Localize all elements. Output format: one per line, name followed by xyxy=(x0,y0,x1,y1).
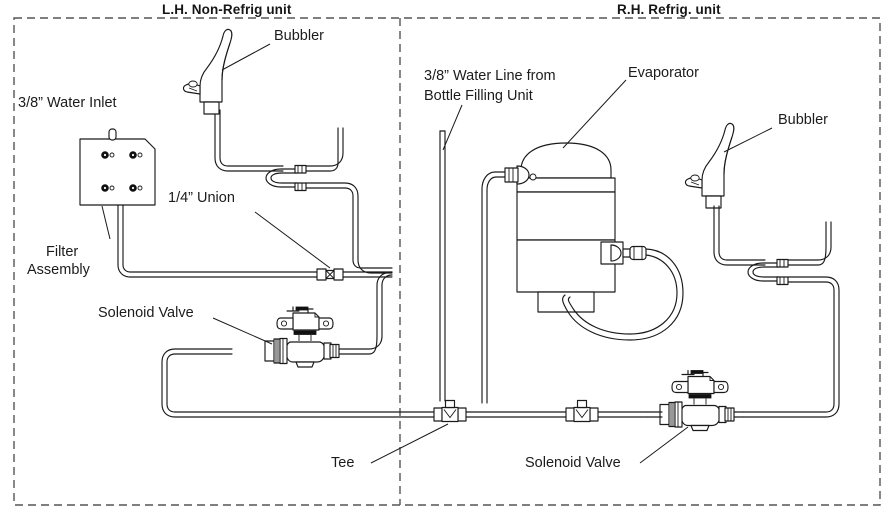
label-bubbler-right: Bubbler xyxy=(778,112,828,128)
header-right-unit: R.H. Refrig. unit xyxy=(617,2,721,17)
tube-union-right-upper xyxy=(787,221,832,266)
evaporator-inlet-fitting xyxy=(504,165,537,185)
tube-tee-to-solenoid xyxy=(647,411,744,418)
label-union: 1/4” Union xyxy=(168,190,235,206)
filter-assembly-symbol xyxy=(79,128,156,206)
leader-water-line xyxy=(442,104,463,151)
evaporator-symbol xyxy=(516,142,616,313)
tube-left-rail xyxy=(342,271,393,278)
tube-solenoid-left-outlet xyxy=(329,271,393,355)
leader-filter-assembly xyxy=(101,205,111,240)
label-solenoid-valve-right: Solenoid Valve xyxy=(525,455,621,471)
label-filter-assembly-line1: Filter xyxy=(46,244,79,260)
tube-solenoid-left-inlet xyxy=(161,348,437,418)
leader-bubbler-right xyxy=(723,127,773,153)
union-inline-left-symbol xyxy=(316,268,344,281)
tube-filter-to-union xyxy=(117,204,319,278)
bubbler-right-symbol xyxy=(684,122,735,209)
bubbler-left-symbol xyxy=(182,28,233,115)
tube-union-upper xyxy=(305,127,344,172)
label-tee: Tee xyxy=(331,455,355,471)
label-water-line-line2: Bottle Filling Unit xyxy=(424,88,533,104)
solenoid-valve-right-symbol xyxy=(659,369,735,432)
solenoid-valve-left-symbol xyxy=(264,306,340,368)
evaporator-outlet-fitting xyxy=(600,241,647,265)
tube-bottom-rail xyxy=(465,411,649,418)
tube-evaporator-inlet xyxy=(481,171,506,404)
union-fitting-left-symbol xyxy=(265,164,307,192)
leader-tee xyxy=(370,423,449,464)
label-filter-assembly-line2: Assembly xyxy=(27,262,90,278)
tube-evaporator-outlet-loop xyxy=(562,248,684,341)
tube-bubbler-left xyxy=(214,109,284,172)
label-bubbler-left: Bubbler xyxy=(274,28,324,44)
leader-bubbler-left xyxy=(221,43,271,71)
water-line-vertical-symbol xyxy=(439,130,446,402)
leader-evaporator xyxy=(562,79,627,149)
header-left-unit: L.H. Non-Refrig unit xyxy=(162,2,292,17)
leader-lines xyxy=(101,43,773,464)
tee-left-symbol xyxy=(433,399,467,423)
union-fitting-right-symbol xyxy=(747,258,789,286)
label-water-line-line1: 3/8” Water Line from xyxy=(424,68,556,84)
leader-union xyxy=(254,211,331,269)
tube-bubbler-right xyxy=(713,205,766,266)
tube-union-right-lower xyxy=(742,276,840,418)
label-solenoid-valve-left: Solenoid Valve xyxy=(98,305,194,321)
label-evaporator: Evaporator xyxy=(628,65,699,81)
leader-solenoid-left xyxy=(212,317,273,345)
leader-solenoid-right xyxy=(639,426,689,464)
tee-right-symbol xyxy=(565,399,599,423)
diagram-frame xyxy=(13,17,881,506)
label-water-inlet: 3/8” Water Inlet xyxy=(18,95,117,111)
